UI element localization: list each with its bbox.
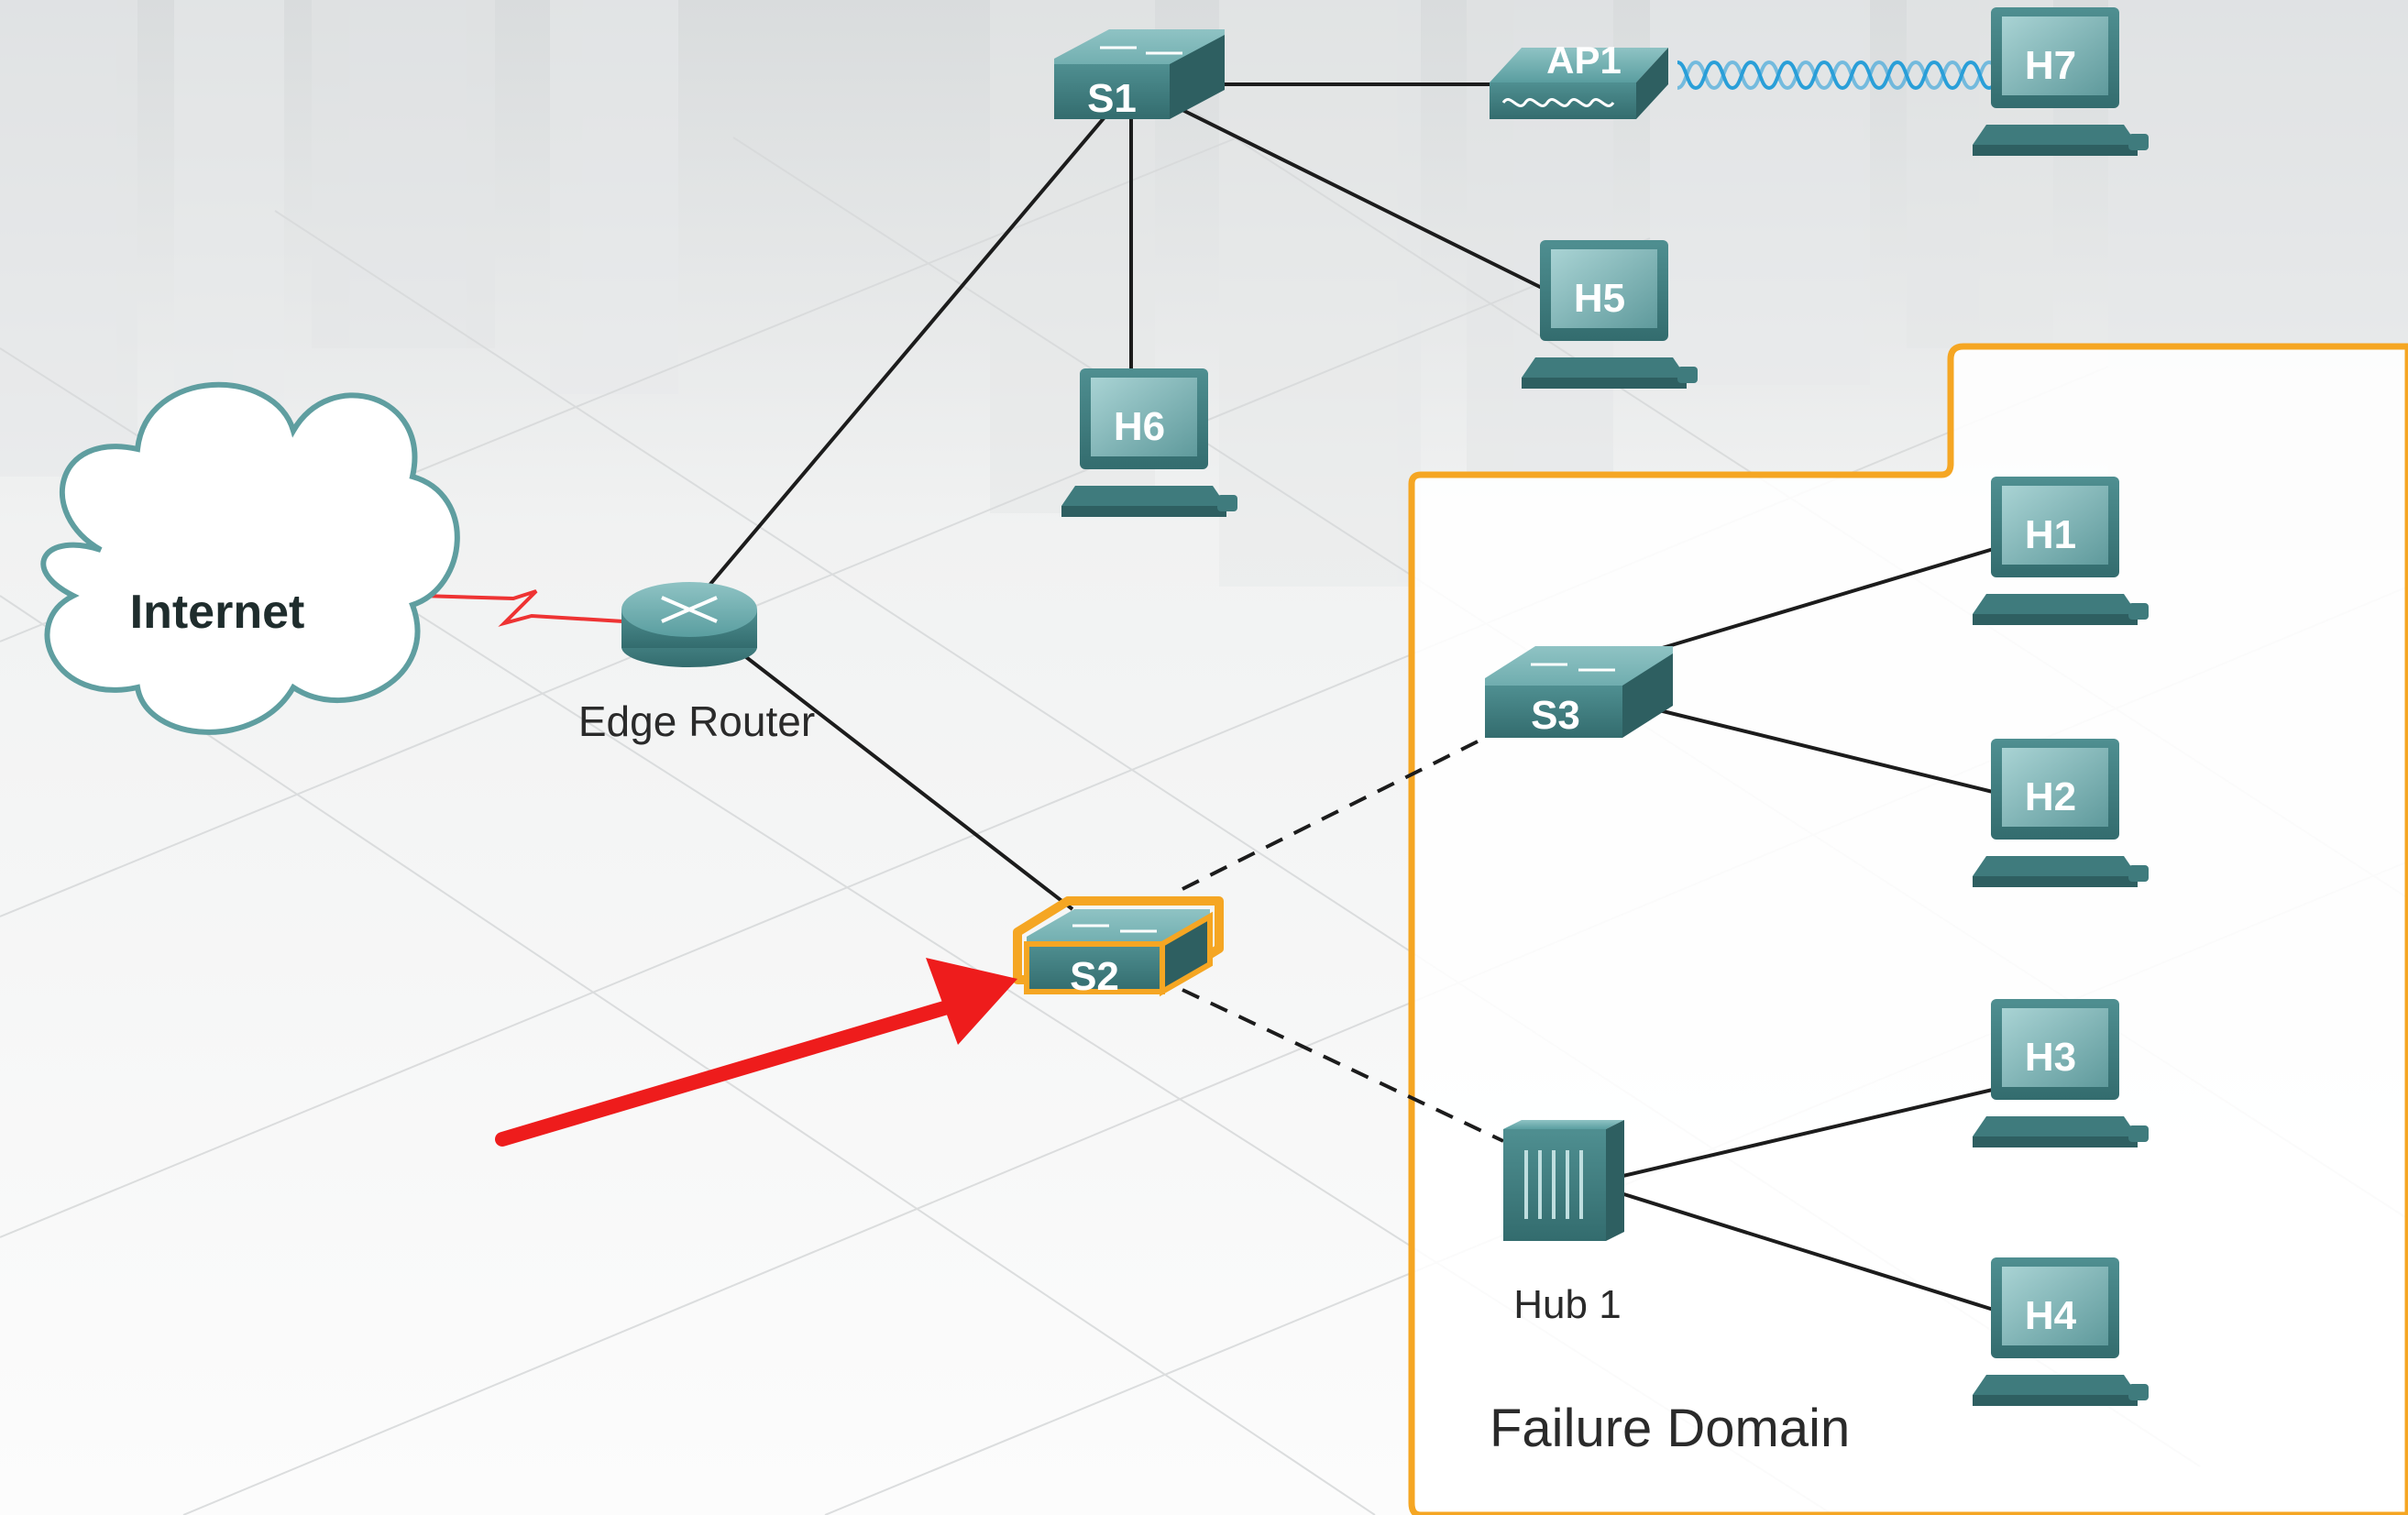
links [695, 82, 1997, 1312]
s3-label: S3 [1531, 693, 1580, 738]
ap1-label: AP1 [1546, 38, 1622, 82]
serial-link [421, 589, 624, 627]
s2-label: S2 [1070, 954, 1119, 999]
switch-arrows-icon [1072, 924, 1157, 933]
internet-label: Internet [130, 586, 305, 639]
hub-ports-icon [1524, 1150, 1583, 1219]
host-h6: H6 [1061, 368, 1237, 517]
red-arrow-icon [495, 958, 1017, 1147]
hub-1 [1503, 1120, 1624, 1241]
switch-s2: S2 [1013, 896, 1224, 999]
switch-s3: S3 [1485, 646, 1673, 738]
h1-label: H1 [2025, 512, 2076, 557]
failure-domain-label: Failure Domain [1490, 1399, 1850, 1458]
antenna-wave-icon [1501, 98, 1615, 107]
host-h2: H2 [1973, 739, 2149, 887]
h7-label: H7 [2025, 43, 2076, 88]
internet-cloud: Internet [40, 381, 460, 735]
host-h7: H7 [1973, 7, 2149, 156]
router-arrows-icon [661, 596, 718, 623]
failure-domain-region [1408, 343, 2408, 1515]
wireless-link [1677, 60, 2008, 91]
dashed-links [1182, 731, 1504, 1143]
host-h5: H5 [1522, 240, 1698, 389]
h2-label: H2 [2025, 774, 2076, 819]
background-buildings [0, 0, 2408, 587]
host-h3: H3 [1973, 999, 2149, 1147]
h6-label: H6 [1114, 404, 1165, 449]
h5-label: H5 [1574, 276, 1625, 321]
switch-arrows-icon [1100, 46, 1182, 55]
edge-router-label: Edge Router [578, 697, 815, 745]
host-h4: H4 [1973, 1257, 2149, 1406]
edge-router [621, 582, 757, 667]
access-point-ap1: AP1 [1490, 38, 1668, 119]
host-h1: H1 [1973, 477, 2149, 625]
switch-arrows-icon [1531, 663, 1615, 672]
hub-1-label: Hub 1 [1513, 1282, 1621, 1327]
h3-label: H3 [2025, 1035, 2076, 1080]
switch-s1: S1 [1054, 29, 1225, 121]
h4-label: H4 [2025, 1293, 2077, 1338]
s1-label: S1 [1087, 76, 1137, 121]
